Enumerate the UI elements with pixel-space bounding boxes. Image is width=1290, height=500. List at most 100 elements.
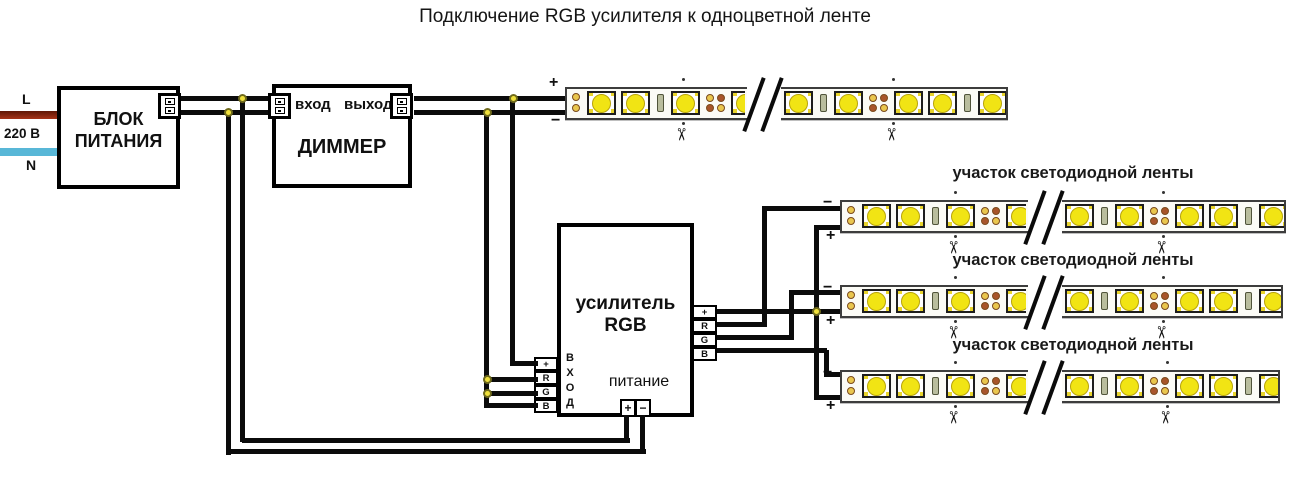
resistor-body	[1101, 376, 1108, 395]
solder-pads	[570, 91, 582, 115]
power-supply-label: БЛОК ПИТАНИЯ	[74, 109, 163, 151]
led-pad	[864, 290, 868, 294]
led-pad	[885, 290, 889, 294]
led-pad	[896, 92, 900, 96]
led-chip	[1065, 373, 1094, 398]
led-chip	[896, 288, 925, 313]
solder-pad	[847, 376, 855, 385]
led-chip	[834, 90, 863, 115]
led-pad	[1211, 205, 1215, 209]
dimmer-box	[272, 84, 412, 188]
led-pad	[673, 109, 677, 113]
junction-dot	[483, 389, 492, 398]
amp-in-terminal-r: R	[534, 371, 558, 385]
led-pad	[919, 290, 923, 294]
resistor-body	[932, 376, 939, 395]
led-pad	[733, 109, 737, 113]
amp-out-terminal-r: R	[692, 319, 717, 333]
led-pad	[1138, 392, 1142, 396]
resistor	[1243, 374, 1254, 398]
led-pad	[1211, 307, 1215, 311]
led-pad	[917, 109, 921, 113]
led-pad	[898, 375, 902, 379]
wire	[762, 208, 767, 327]
led-pad	[1232, 307, 1236, 311]
resistor	[818, 91, 829, 115]
cut-mark-dot	[1162, 320, 1165, 323]
led-chip	[1175, 288, 1204, 313]
scissors-icon: ✂	[1151, 240, 1171, 255]
led-pad	[1088, 205, 1092, 209]
led-bulb	[1069, 292, 1089, 311]
led-pad	[1211, 290, 1215, 294]
led-pad	[836, 92, 840, 96]
strip0-minus-sign: −	[551, 112, 561, 129]
solder-pad	[847, 291, 855, 300]
led-pad	[898, 392, 902, 396]
connector-pin	[274, 98, 285, 105]
led-pad	[1177, 222, 1181, 226]
resistor-body	[1101, 206, 1108, 225]
wire	[789, 292, 794, 340]
led-pad	[1198, 375, 1202, 379]
led-bulb	[982, 94, 1002, 113]
led-pad	[980, 92, 984, 96]
led-pad	[836, 109, 840, 113]
led-chip	[1175, 373, 1204, 398]
led-chip	[1259, 288, 1281, 313]
led-bulb	[675, 94, 695, 113]
led-pad	[1008, 290, 1012, 294]
led-pad	[1008, 375, 1012, 379]
wire	[226, 449, 646, 454]
led-pad	[919, 307, 923, 311]
led-chip	[1006, 203, 1026, 228]
led-strip	[840, 275, 1283, 330]
solder-pad	[980, 386, 989, 395]
cut-mark-dot	[954, 320, 957, 323]
solder-pad	[868, 93, 877, 102]
led-pad	[864, 375, 868, 379]
wire	[717, 348, 827, 353]
scissors-icon: ✂	[671, 127, 691, 142]
strip0-plus-sign: +	[549, 74, 559, 91]
live-wire	[0, 111, 57, 119]
led-pad	[1138, 205, 1142, 209]
led-chip	[978, 90, 1006, 115]
solder-pad	[847, 216, 855, 225]
solder-pads	[845, 374, 857, 398]
strip3-plus-sign: +	[826, 397, 836, 414]
led-pad	[1117, 205, 1121, 209]
connector-block	[158, 93, 181, 119]
led-pad	[1088, 392, 1092, 396]
resistor-body	[820, 93, 827, 112]
led-pad	[1067, 222, 1071, 226]
dimmer-input-label: вход	[295, 96, 331, 113]
led-pad	[1232, 375, 1236, 379]
cut-mark-dot	[682, 122, 685, 125]
led-pad	[1067, 290, 1071, 294]
amp-out-terminal-b: B	[692, 347, 717, 361]
wire	[814, 225, 843, 230]
led-pad	[673, 92, 677, 96]
led-pad	[1177, 205, 1181, 209]
wire	[789, 290, 843, 295]
neutral-wire	[0, 148, 57, 156]
led-pad	[948, 307, 952, 311]
strip-segment	[843, 373, 1026, 398]
resistor	[655, 91, 666, 115]
strip-segment	[843, 203, 1026, 228]
led-chip	[1115, 203, 1144, 228]
resistor	[1099, 204, 1110, 228]
cut-mark-dot	[954, 235, 957, 238]
led-bulb	[1010, 377, 1026, 396]
led-pad	[948, 375, 952, 379]
led-pad	[589, 109, 593, 113]
amplifier-name: усилитель RGB	[575, 293, 676, 336]
strip1-minus-sign: −	[823, 194, 833, 211]
solder-pad	[847, 206, 855, 215]
scissors-icon: ✂	[943, 410, 963, 425]
led-chip	[1259, 373, 1278, 398]
strip-segment	[1063, 203, 1284, 228]
solder-pad	[980, 291, 989, 300]
resistor	[930, 374, 941, 398]
